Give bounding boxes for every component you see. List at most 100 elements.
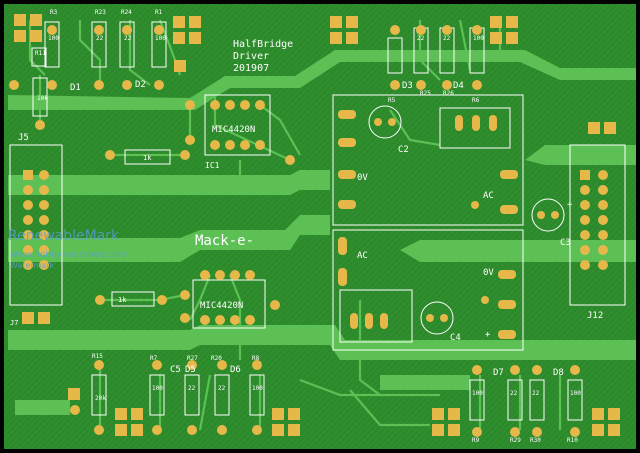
watermark-url: www.hobbyhackshed.com <box>10 250 127 260</box>
label-r1: R1 <box>155 9 163 16</box>
res-1k-top-outline <box>124 149 171 165</box>
r20-outline <box>214 374 230 416</box>
label-d6: D6 <box>230 365 241 375</box>
r16-outline <box>32 77 48 117</box>
label-plus-top: + <box>567 200 573 210</box>
label-r3-value: 100 <box>48 35 59 42</box>
r1-outline <box>151 21 167 68</box>
label-r9: R9 <box>472 437 480 444</box>
label-r5: R5 <box>388 97 396 104</box>
label-ac-bottom: AC <box>357 251 368 261</box>
watermark-sub: Watermark <box>10 261 54 270</box>
label-r15-value: 20k <box>95 395 106 402</box>
label-d4: D4 <box>453 81 464 91</box>
relay-bottom-outline <box>332 229 524 351</box>
label-r24-value: 22 <box>124 35 132 42</box>
watermark: RenewableMark www.hobbyhackshed.com Wate… <box>8 228 127 270</box>
reg-bottom-outline <box>339 289 413 343</box>
r27-outline <box>184 374 200 416</box>
watermark-main: RenewableMark <box>8 228 120 244</box>
label-r8: R8 <box>252 355 260 362</box>
label-r24: R24 <box>121 9 132 16</box>
silkscreen-labels: R3 R23 R24 R1 R11 D1 D2 10k J5 IC1 MIC44… <box>10 9 603 444</box>
label-j7: J7 <box>10 319 18 327</box>
c4-outline <box>420 301 454 335</box>
r23-outline <box>91 21 107 68</box>
label-r3: R3 <box>50 9 58 16</box>
label-ic1: IC1 <box>205 161 220 170</box>
label-ic2-part: MIC4420N <box>200 301 243 311</box>
label-1k-top: 1k <box>143 154 152 162</box>
label-r20: R20 <box>211 355 222 362</box>
ic2-outline <box>192 279 266 329</box>
label-r9-value: 100 <box>472 390 483 397</box>
r7-outline <box>149 374 165 416</box>
res-1k-bottom-outline <box>111 291 155 307</box>
label-ic1-part: MIC4420N <box>212 125 255 135</box>
label-r6-value: 100 <box>473 35 484 42</box>
label-r7: R7 <box>150 355 158 362</box>
label-c3: C3 <box>560 238 571 248</box>
r10-outline <box>567 379 583 421</box>
board-title: HalfBridge Driver 201907 <box>233 39 293 74</box>
label-r26-value: 22 <box>443 35 451 42</box>
r9-outline <box>469 379 485 421</box>
r29-outline <box>507 379 523 421</box>
label-d3: D3 <box>402 81 413 91</box>
j12-connector-outline <box>569 144 626 306</box>
round-pads <box>9 25 608 437</box>
label-r6: R6 <box>472 97 480 104</box>
r8-outline <box>249 374 265 416</box>
label-d5: D5 <box>185 365 196 375</box>
label-r25: R25 <box>420 90 431 97</box>
title-line-2: Driver <box>233 51 269 62</box>
title-line-1: HalfBridge <box>233 39 293 50</box>
label-d8: D8 <box>553 368 564 378</box>
c3-outline <box>531 198 565 232</box>
label-r10: R10 <box>567 437 578 444</box>
title-line-3: 201907 <box>233 63 269 74</box>
label-r11: R11 <box>35 50 46 57</box>
r3-outline <box>44 21 60 68</box>
relay-top-outline <box>332 94 524 226</box>
label-plus-bottom: + <box>485 330 491 340</box>
label-r20-value: 22 <box>218 385 226 392</box>
brand-text: Mack-e- <box>195 233 254 249</box>
power-traces <box>8 50 636 415</box>
square-pads <box>14 14 620 436</box>
relay-pads <box>338 110 518 339</box>
label-j12: J12 <box>587 311 603 321</box>
label-ov-top: 0V <box>357 173 368 183</box>
r15-outline <box>91 374 107 416</box>
label-c4: C4 <box>450 333 461 343</box>
label-r30: R30 <box>530 437 541 444</box>
label-r29: R29 <box>510 437 521 444</box>
label-r8-value: 100 <box>252 385 263 392</box>
label-c5: C5 <box>170 365 181 375</box>
r5-outline <box>387 37 403 74</box>
label-d7: D7 <box>493 368 504 378</box>
label-r16-value: 10k <box>37 95 48 102</box>
c2-outline <box>368 105 402 139</box>
label-d1: D1 <box>70 83 81 93</box>
label-r29-value: 22 <box>510 390 518 397</box>
label-d2: D2 <box>135 80 146 90</box>
j5-connector-outline <box>9 144 63 306</box>
label-ac-top: AC <box>483 191 494 201</box>
label-1k-bottom: 1k <box>118 296 127 304</box>
label-r30-value: 22 <box>532 390 540 397</box>
label-r23: R23 <box>95 9 106 16</box>
label-r10-value: 100 <box>570 390 581 397</box>
label-ov-bottom: 0V <box>483 268 494 278</box>
r30-outline <box>529 379 545 421</box>
label-r15: R15 <box>92 353 103 360</box>
label-r26: R26 <box>443 90 454 97</box>
label-j5: J5 <box>18 133 29 143</box>
label-r7-value: 100 <box>152 385 163 392</box>
label-r23-value: 22 <box>96 35 104 42</box>
r24-outline <box>119 21 135 68</box>
label-r27: R27 <box>187 355 198 362</box>
label-r25-value: 22 <box>417 35 425 42</box>
